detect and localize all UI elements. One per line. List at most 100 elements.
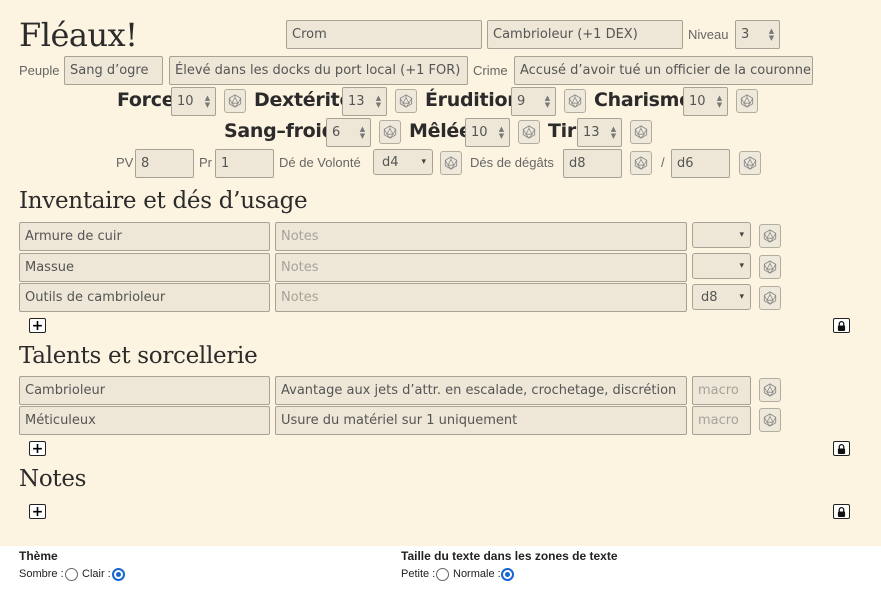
- spinner-icon[interactable]: ▲▼: [610, 124, 617, 140]
- tir-input[interactable]: 13 ▲▼: [577, 118, 622, 147]
- roll-erudition-button[interactable]: [564, 89, 586, 113]
- level-value: 3: [741, 27, 750, 42]
- d20-dice-icon: [763, 229, 777, 243]
- lock-icon: [837, 321, 846, 331]
- item-name-field[interactable]: Armure de cuir: [19, 222, 270, 251]
- spinner-icon[interactable]: ▲▼: [498, 124, 505, 140]
- pv-field[interactable]: 8: [135, 149, 194, 178]
- sheet-title: Fléaux!: [19, 16, 138, 54]
- item-name-field[interactable]: Outils de cambrioleur: [19, 283, 270, 312]
- roll-will-button[interactable]: [440, 151, 462, 175]
- damage-die-2-field[interactable]: d6: [671, 149, 730, 178]
- roll-talent-button[interactable]: [759, 408, 781, 432]
- roll-item-button[interactable]: [759, 224, 781, 248]
- lock-icon: [837, 444, 846, 454]
- force-label: Force: [117, 89, 175, 111]
- will-die-select[interactable]: d4 ▾: [373, 149, 433, 175]
- character-sheet: Fléaux! Crom Cambrioleur (+1 DEX) Niveau…: [0, 0, 881, 546]
- tir-label: Tir: [548, 120, 576, 142]
- spinner-icon[interactable]: ▲▼: [375, 93, 382, 109]
- spinner-icon[interactable]: ▲▼: [768, 26, 775, 42]
- d20-dice-icon: [383, 125, 397, 139]
- item-notes-field[interactable]: Notes: [275, 222, 687, 251]
- name-field[interactable]: Crom: [286, 20, 482, 49]
- roll-item-button[interactable]: [759, 255, 781, 279]
- roll-tir-button[interactable]: [630, 120, 652, 144]
- dexterite-input[interactable]: 13 ▲▼: [342, 87, 387, 116]
- lock-icon: [837, 507, 846, 517]
- force-input[interactable]: 10 ▲▼: [171, 87, 216, 116]
- item-notes-field[interactable]: Notes: [275, 253, 687, 282]
- will-die-value: d4: [382, 154, 399, 170]
- roll-item-button[interactable]: [759, 286, 781, 310]
- d20-dice-icon: [568, 94, 582, 108]
- text-size-label: Taille du texte dans les zones de texte: [401, 549, 618, 563]
- plus-icon: +: [31, 317, 44, 334]
- text-size-normal-radio[interactable]: [501, 568, 514, 581]
- theme-dark-label: Sombre :: [19, 568, 64, 580]
- d20-dice-icon: [444, 156, 458, 170]
- crime-field[interactable]: Accusé d’avoir tué un officier de la cou…: [514, 56, 813, 85]
- charisme-label: Charisme: [594, 89, 692, 111]
- d20-dice-icon: [740, 94, 754, 108]
- spinner-icon[interactable]: ▲▼: [204, 93, 211, 109]
- lock-talents-button[interactable]: [833, 441, 850, 456]
- melee-label: Mêlée: [409, 120, 472, 142]
- lock-notes-button[interactable]: [833, 504, 850, 519]
- sang-froid-value: 6: [332, 125, 341, 140]
- roll-charisme-button[interactable]: [736, 89, 758, 113]
- background-field[interactable]: Élevé dans les docks du port local (+1 F…: [169, 56, 468, 85]
- item-die-select[interactable]: ▾: [692, 253, 751, 279]
- d20-dice-icon: [743, 156, 757, 170]
- talent-macro-field[interactable]: macro: [692, 406, 751, 435]
- charisme-input[interactable]: 10 ▲▼: [683, 87, 728, 116]
- archetype-field[interactable]: Cambrioleur (+1 DEX): [487, 20, 683, 49]
- item-die-select[interactable]: ▾: [692, 222, 751, 248]
- roll-sang-froid-button[interactable]: [379, 120, 401, 144]
- roll-damage-2-button[interactable]: [739, 151, 761, 175]
- text-size-small-radio[interactable]: [436, 568, 449, 581]
- level-input[interactable]: 3 ▲▼: [735, 20, 780, 49]
- item-die-select[interactable]: d8 ▾: [692, 284, 751, 310]
- text-size-small-label: Petite :: [401, 568, 436, 580]
- item-notes-field[interactable]: Notes: [275, 283, 687, 312]
- plus-icon: +: [31, 440, 44, 457]
- theme-label: Thème: [19, 549, 58, 563]
- inventory-heading: Inventaire et dés d’usage: [19, 188, 308, 214]
- d20-dice-icon: [763, 260, 777, 274]
- talent-desc-field[interactable]: Avantage aux jets d’attr. en escalade, c…: [275, 376, 687, 405]
- spinner-icon[interactable]: ▲▼: [544, 93, 551, 109]
- add-item-button[interactable]: +: [29, 318, 46, 333]
- roll-damage-1-button[interactable]: [630, 151, 652, 175]
- dexterite-label: Dextérité: [254, 89, 353, 111]
- d20-dice-icon: [522, 125, 536, 139]
- erudition-input[interactable]: 9 ▲▼: [511, 87, 556, 116]
- spinner-icon[interactable]: ▲▼: [716, 93, 723, 109]
- sang-froid-input[interactable]: 6 ▲▼: [326, 118, 371, 147]
- spinner-icon[interactable]: ▲▼: [359, 124, 366, 140]
- theme-light-radio[interactable]: [112, 568, 125, 581]
- people-field[interactable]: Sang d’ogre: [64, 56, 163, 85]
- lock-inventory-button[interactable]: [833, 318, 850, 333]
- damage-dice-label: Dés de dégâts: [470, 155, 554, 170]
- talent-name-field[interactable]: Cambrioleur: [19, 376, 270, 405]
- talent-desc-field[interactable]: Usure du matériel sur 1 uniquement: [275, 406, 687, 435]
- roll-talent-button[interactable]: [759, 378, 781, 402]
- sang-froid-label: Sang–froid: [224, 120, 335, 142]
- talent-macro-field[interactable]: macro: [692, 376, 751, 405]
- roll-dexterite-button[interactable]: [395, 89, 417, 113]
- melee-input[interactable]: 10 ▲▼: [465, 118, 510, 147]
- add-note-button[interactable]: +: [29, 504, 46, 519]
- add-talent-button[interactable]: +: [29, 441, 46, 456]
- item-name-field[interactable]: Massue: [19, 253, 270, 282]
- theme-dark-radio[interactable]: [65, 568, 78, 581]
- damage-separator: /: [661, 155, 665, 170]
- roll-melee-button[interactable]: [518, 120, 540, 144]
- d20-dice-icon: [634, 156, 648, 170]
- pr-field[interactable]: 1: [215, 149, 274, 178]
- plus-icon: +: [31, 503, 44, 520]
- roll-force-button[interactable]: [224, 89, 246, 113]
- damage-die-1-field[interactable]: d8: [563, 149, 622, 178]
- talent-name-field[interactable]: Méticuleux: [19, 406, 270, 435]
- notes-heading: Notes: [19, 466, 87, 492]
